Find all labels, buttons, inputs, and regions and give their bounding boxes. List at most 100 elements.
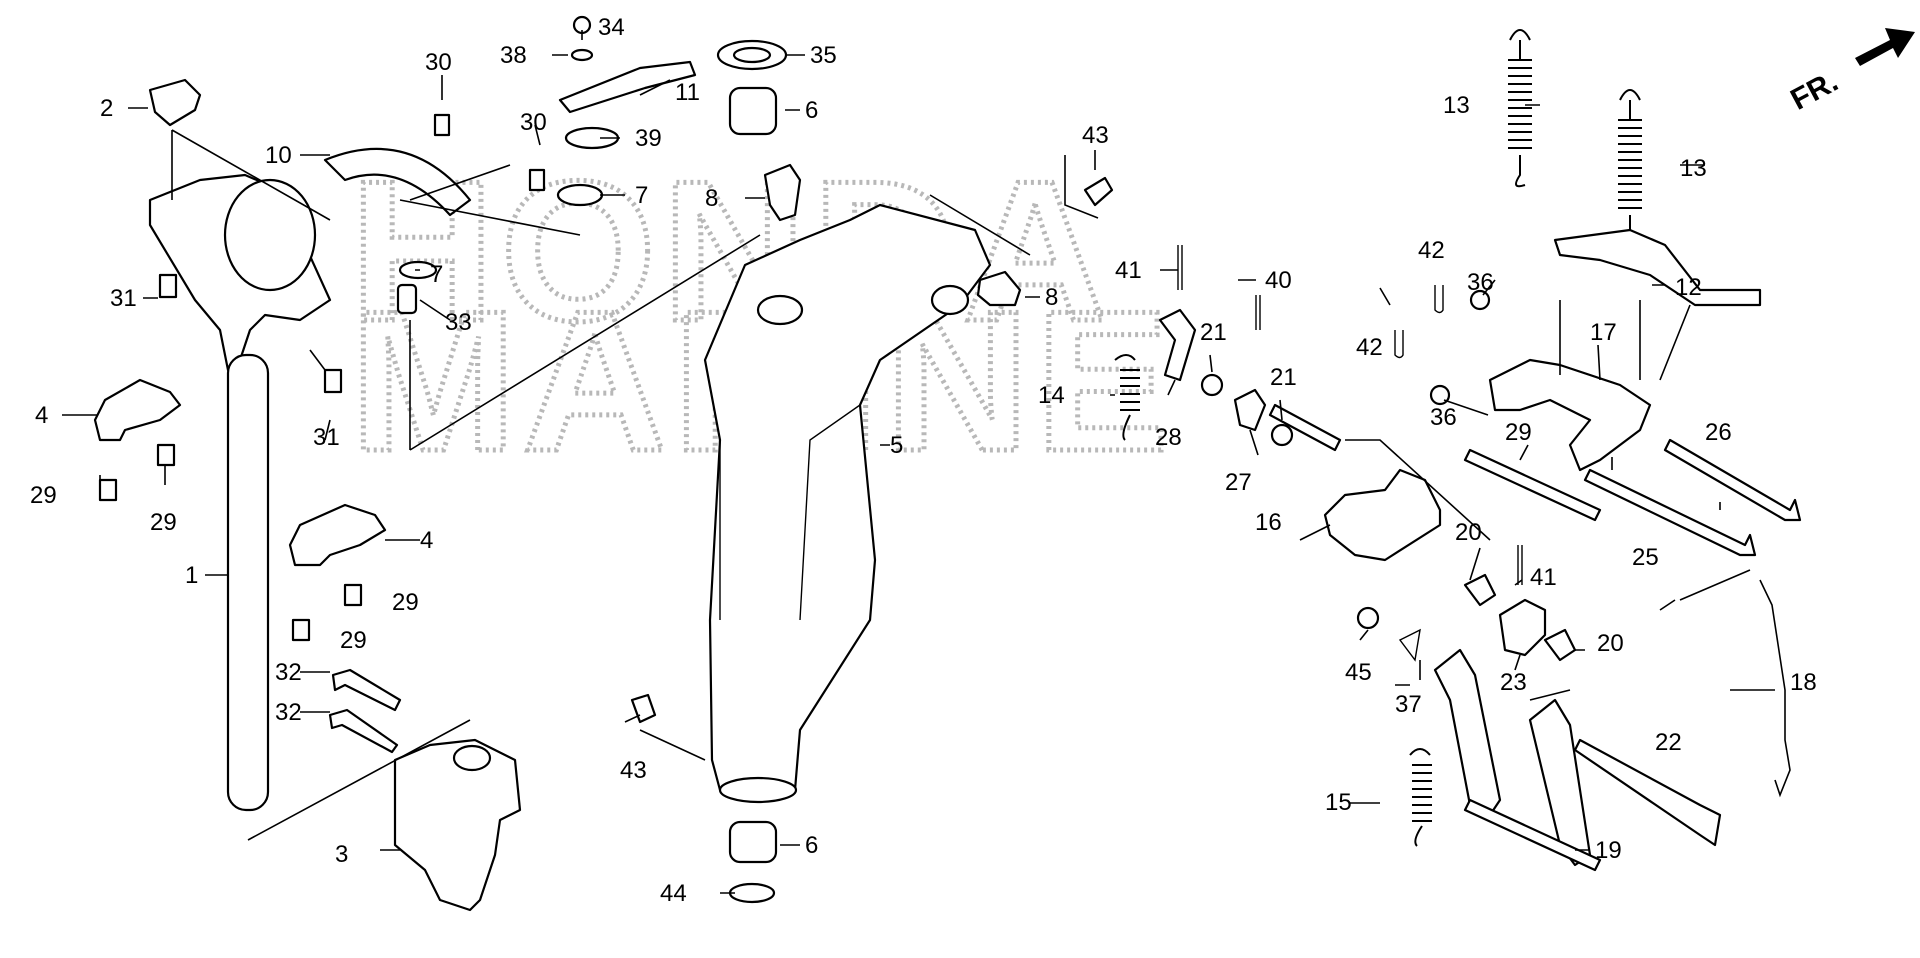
callout-22: 22 xyxy=(1655,729,1682,756)
bolt-29a xyxy=(98,478,118,502)
part-11-plate xyxy=(558,60,697,114)
part-3-bracket xyxy=(393,738,522,912)
callout-8-side: 8 xyxy=(1045,284,1058,311)
bolt-32b xyxy=(328,708,399,754)
spring-15 xyxy=(1409,748,1432,847)
swivel-shaft-group xyxy=(93,78,522,912)
part-19-rod xyxy=(1463,798,1602,872)
bolt-30b xyxy=(528,168,546,192)
callout-leaders xyxy=(62,30,1775,894)
callout-42a: 42 xyxy=(1356,334,1383,361)
part-24 xyxy=(1233,388,1267,432)
callout-16: 16 xyxy=(1255,509,1282,536)
part-20b xyxy=(1543,628,1577,662)
leader-lines-right xyxy=(1345,300,1751,701)
callout-6-top: 6 xyxy=(805,97,818,124)
spring-13b xyxy=(1618,89,1642,248)
bolt-30a xyxy=(433,113,451,137)
spring-14 xyxy=(1114,354,1140,441)
leader-ticks xyxy=(62,30,1775,894)
callout-40: 40 xyxy=(1265,267,1292,294)
callout-4-upper: 4 xyxy=(35,402,48,429)
callout-36b: 36 xyxy=(1430,404,1457,431)
part-21a xyxy=(1200,373,1224,397)
callout-29a: 29 xyxy=(30,482,57,509)
bushing-6-top xyxy=(728,86,778,136)
ring-35-inner xyxy=(732,46,772,64)
swivel-case-detail xyxy=(719,404,861,621)
callout-41-top: 41 xyxy=(1115,257,1142,284)
callout-33: 33 xyxy=(445,309,472,336)
bolt-31b xyxy=(323,368,343,394)
callout-43-bottom: 43 xyxy=(620,757,647,784)
part-4-lower xyxy=(288,503,387,567)
callout-13a: 13 xyxy=(1443,92,1470,119)
bolt-29b xyxy=(156,443,176,467)
callout-7a: 7 xyxy=(430,261,443,288)
tilt-lock-group xyxy=(1114,29,1802,872)
part-23 xyxy=(1498,598,1547,657)
part-3-bore xyxy=(452,744,492,772)
callout-26: 25 xyxy=(1632,544,1659,571)
callout-1: 1 xyxy=(185,562,198,589)
callout-35: 35 xyxy=(810,42,837,69)
part-2 xyxy=(148,78,202,127)
bolt-29c xyxy=(291,618,311,642)
bushing-8-side xyxy=(976,270,1022,307)
callout-45: 45 xyxy=(1345,659,1372,686)
pin-26 xyxy=(1583,468,1757,557)
pin-41a xyxy=(1177,245,1183,290)
callout-39: 39 xyxy=(635,125,662,152)
callout-2: 2 xyxy=(100,95,113,122)
callout-27: 26 xyxy=(1705,419,1732,446)
callout-21b: 21 xyxy=(1270,364,1297,391)
clip-42a xyxy=(1434,285,1444,314)
bushing-6-bottom xyxy=(728,820,778,864)
washer-7b xyxy=(556,183,604,207)
part-10-arc xyxy=(323,147,472,217)
part-1-shaft xyxy=(226,353,270,812)
callout-7b: 7 xyxy=(635,182,648,209)
part-22-rod xyxy=(1573,738,1722,847)
callout-29d: 29 xyxy=(340,627,367,654)
bolt-29d xyxy=(343,583,363,607)
part-20a xyxy=(1463,573,1497,607)
part-4-upper xyxy=(93,378,182,442)
callout-36a: 36 xyxy=(1467,269,1494,296)
part-21b xyxy=(1270,423,1294,447)
callout-12: 12 xyxy=(1675,274,1702,301)
front-label: FR. xyxy=(1785,65,1843,117)
part-25 xyxy=(1158,308,1197,382)
callout-41b: 41 xyxy=(1530,564,1557,591)
shaft-head-bore xyxy=(223,178,317,292)
ring-44 xyxy=(728,882,776,904)
callout-25: 28 xyxy=(1155,424,1182,451)
bolt-32a xyxy=(331,668,402,712)
callout-6-bottom: 6 xyxy=(805,832,818,859)
callout-43-top: 43 xyxy=(1082,122,1109,149)
callout-31-right: 31 xyxy=(313,424,340,451)
swivel-case-group xyxy=(323,15,1114,904)
callout-18: 18 xyxy=(1790,669,1817,696)
callout-10: 10 xyxy=(265,142,292,169)
bushing-8-top xyxy=(763,163,802,222)
callout-21a: 21 xyxy=(1200,319,1227,346)
callout-34: 34 xyxy=(598,14,625,41)
callout-28: 29 xyxy=(1505,419,1532,446)
front-direction-marker: FR. xyxy=(1785,28,1915,117)
callout-32a: 32 xyxy=(275,659,302,686)
nut-45 xyxy=(1356,606,1380,630)
callout-38: 38 xyxy=(500,42,527,69)
callout-29b: 29 xyxy=(150,509,177,536)
callout-32b: 32 xyxy=(275,699,302,726)
callout-31-left: 31 xyxy=(110,285,137,312)
callout-42b: 42 xyxy=(1418,237,1445,264)
callout-14: 14 xyxy=(1038,382,1065,409)
swivel-case-bottom xyxy=(718,776,798,804)
fitting-43-top xyxy=(1083,176,1114,207)
washer-36a xyxy=(1469,289,1491,311)
pin-40 xyxy=(1255,295,1261,330)
spring-13a xyxy=(1508,29,1532,188)
swivel-case-boss xyxy=(930,284,970,316)
callout-numbers: 2 31 4 29 29 1 4 29 29 32 32 3 31 33 7 1… xyxy=(30,14,1817,907)
